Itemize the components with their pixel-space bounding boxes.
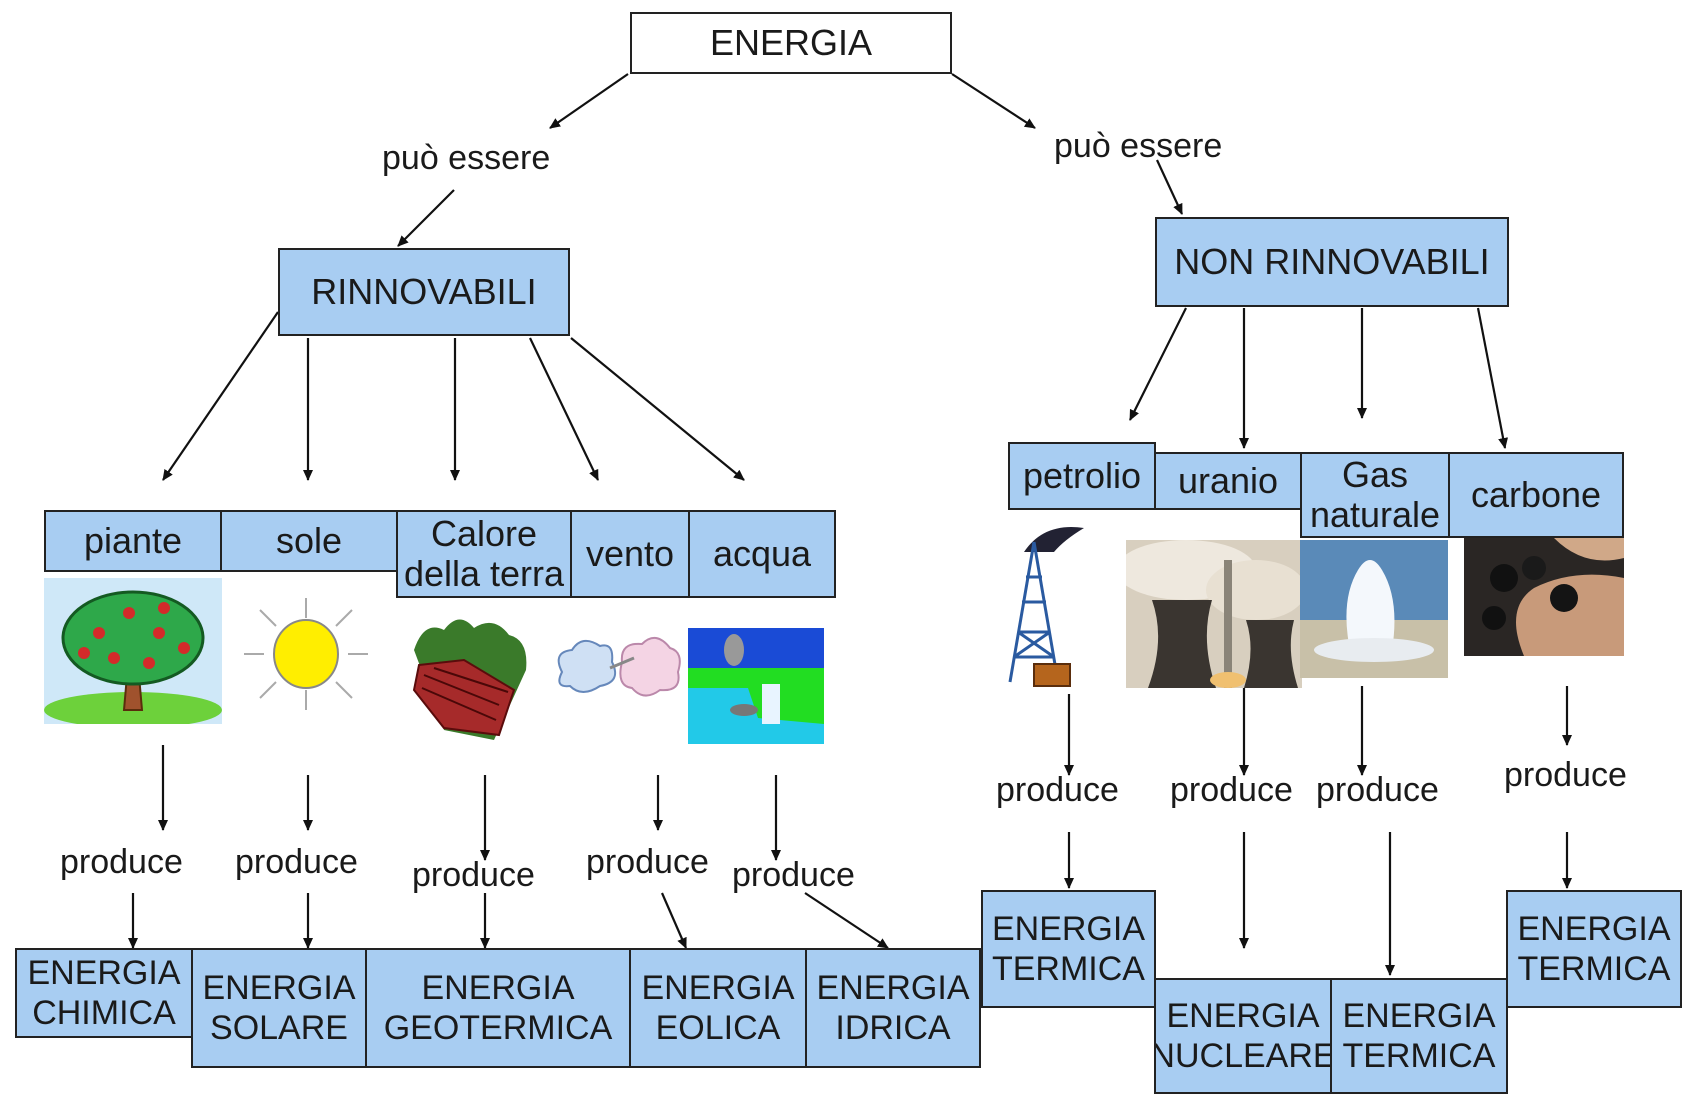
produce-label-piante: produce [60, 843, 183, 881]
relation-label-left: può essere [382, 139, 551, 177]
source-gas: Gas naturale [1300, 452, 1450, 538]
produce-label-calore: produce [412, 856, 535, 894]
output-chimica: ENERGIA CHIMICA [15, 948, 193, 1038]
arrow-root-right [951, 73, 1036, 129]
produce-label-vento: produce [586, 843, 709, 881]
source-piante: piante [44, 510, 222, 572]
arrow-ren-piante [162, 311, 279, 481]
source-calore: Calore della terra [396, 510, 572, 598]
output-nucleare: ENERGIA NUCLEARE [1154, 978, 1332, 1094]
produce-label-carbone: produce [1504, 756, 1627, 794]
source-sole: sole [220, 510, 398, 572]
oil-derrick-icon [984, 522, 1096, 690]
coal-icon [1464, 538, 1624, 656]
output-solare: ENERGIA SOLARE [191, 948, 367, 1068]
produce-label-gas: produce [1316, 771, 1439, 809]
category-nonrenewable: NON RINNOVABILI [1155, 217, 1509, 307]
gas-geyser-icon [1300, 540, 1448, 678]
category-renewable: RINNOVABILI [278, 248, 570, 336]
arrow-ren-acqua [570, 337, 745, 481]
source-petrolio: petrolio [1008, 442, 1156, 510]
output-termica-gas: ENERGIA TERMICA [1330, 978, 1508, 1094]
arrow-ren-vento [529, 337, 599, 481]
tree-icon [44, 578, 222, 724]
source-vento: vento [570, 510, 690, 598]
output-eolica: ENERGIA EOLICA [629, 948, 807, 1068]
sun-icon [236, 596, 376, 712]
source-uranio: uranio [1154, 452, 1302, 510]
source-carbone: carbone [1448, 452, 1624, 538]
output-geotermica: ENERGIA GEOTERMICA [365, 948, 631, 1068]
output-idrica: ENERGIA IDRICA [805, 948, 981, 1068]
produce-label-sole: produce [235, 843, 358, 881]
waterfall-icon [688, 628, 824, 744]
produce-label-petrolio: produce [996, 771, 1119, 809]
arrow-non-petrolio [1129, 307, 1187, 421]
output-termica-carbone: ENERGIA TERMICA [1506, 890, 1682, 1008]
arrow-relation-nonrenewable [1156, 159, 1183, 215]
output-termica-petrolio: ENERGIA TERMICA [981, 890, 1156, 1008]
arrow-root-left [549, 73, 629, 129]
produce-label-acqua: produce [732, 856, 855, 894]
relation-label-right: può essere [1054, 127, 1223, 165]
cooling-tower-icon [1126, 540, 1302, 688]
lava-icon [404, 610, 534, 742]
produce-label-uranio: produce [1170, 771, 1293, 809]
arrow-relation-renewable [397, 189, 455, 247]
arrow-non-carbone [1476, 307, 1509, 449]
source-acqua: acqua [688, 510, 836, 598]
wind-icon [552, 632, 682, 704]
root-node: ENERGIA [630, 12, 952, 74]
